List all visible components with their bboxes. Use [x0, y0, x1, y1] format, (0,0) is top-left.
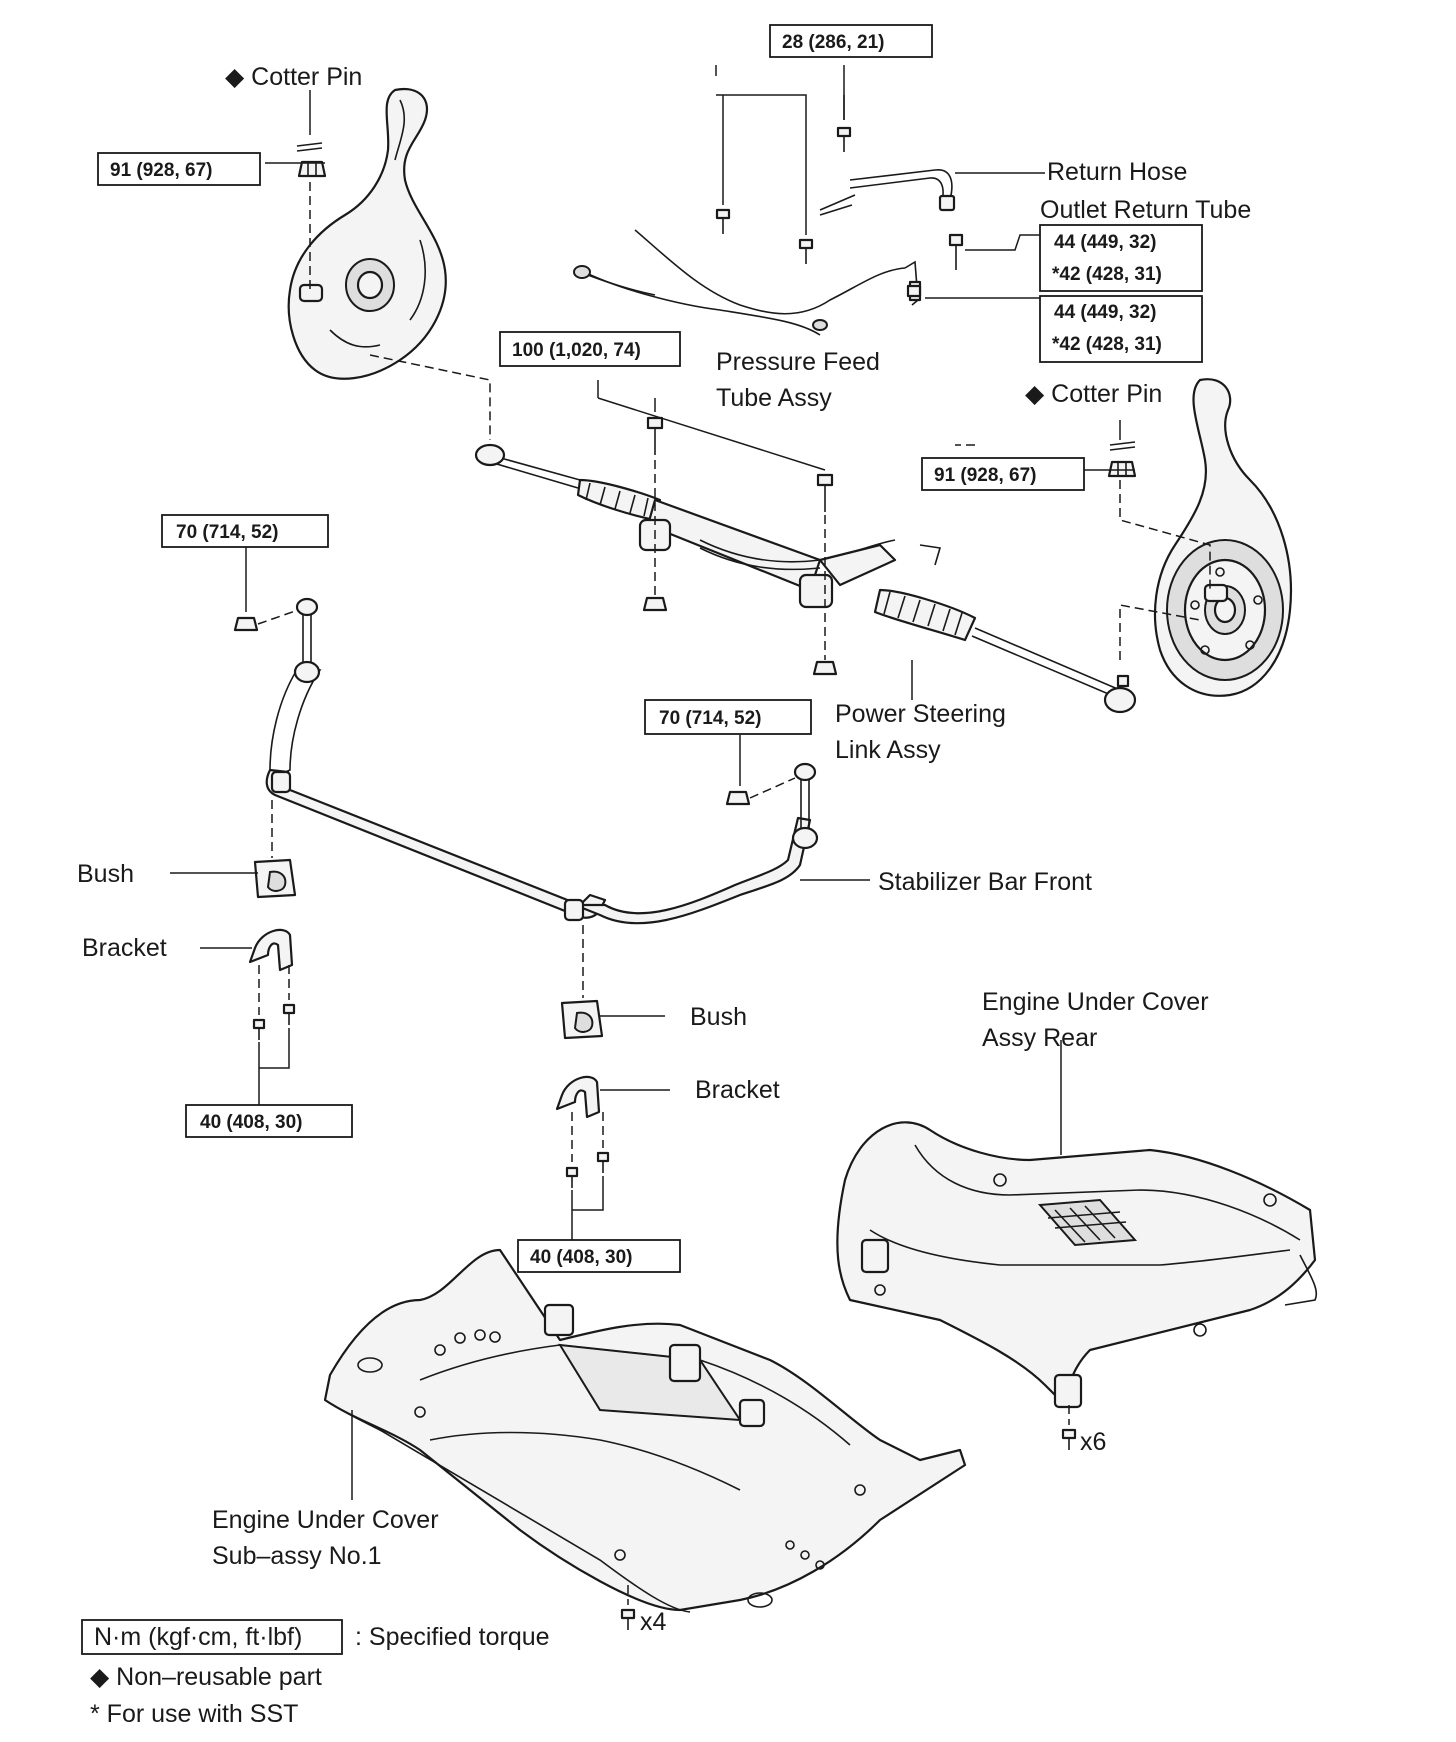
stabilizer-link-left — [293, 597, 321, 684]
return-hose — [819, 169, 956, 216]
label-under-cover-rear-1: Engine Under Cover — [982, 988, 1209, 1016]
svg-text:*42 (428, 31): *42 (428, 31) — [1052, 334, 1162, 355]
svg-text:44 (449, 32): 44 (449, 32) — [1054, 232, 1156, 253]
engine-under-cover-rear — [836, 1121, 1318, 1409]
torque-box-bracket-center: 40 (408, 30) — [517, 1239, 681, 1273]
svg-text:91 (928, 67): 91 (928, 67) — [934, 465, 1036, 486]
legend-unit-desc: : Specified torque — [355, 1623, 550, 1651]
bracket-bolts-left — [252, 1003, 296, 1040]
torque-box-link-left: 70 (714, 52) — [161, 514, 329, 548]
label-bracket-center: Bracket — [695, 1076, 780, 1104]
rack-bolt-right — [816, 473, 834, 512]
no1-cover-bolt — [620, 1608, 636, 1630]
bracket-bolts-center — [565, 1151, 610, 1188]
label-qty-rear: x6 — [1080, 1428, 1106, 1456]
label-bush-left: Bush — [77, 860, 134, 888]
label-under-cover-no1-1: Engine Under Cover — [212, 1506, 439, 1534]
union-bolt-1 — [948, 233, 964, 270]
stabilizer-link-right — [791, 762, 819, 850]
label-outlet-return-tube: Outlet Return Tube — [1040, 196, 1251, 224]
union-bolt-2 — [906, 284, 922, 298]
label-power-steering-1: Power Steering — [835, 700, 1006, 728]
svg-text:*42 (428, 31): *42 (428, 31) — [1052, 264, 1162, 285]
pressure-feed-tube — [573, 229, 922, 336]
engine-under-cover-no1 — [323, 1248, 967, 1613]
right-cotter-pin — [1109, 441, 1136, 451]
right-castle-nut — [1107, 460, 1137, 478]
legend: N·m (kgf·cm, ft·lbf) : Specified torque … — [81, 1619, 550, 1728]
label-cotter-pin-left: ◆ Cotter Pin — [225, 63, 362, 91]
top-bolt-1 — [836, 126, 852, 152]
torque-box-knuckle-right: 91 (928, 67) — [921, 457, 1085, 491]
label-under-cover-no1-2: Sub–assy No.1 — [212, 1542, 382, 1570]
left-cotter-pin — [296, 142, 323, 152]
legend-sst: * For use with SST — [90, 1700, 298, 1728]
stabilizer-bar-front — [265, 667, 812, 925]
svg-text:40 (408, 30): 40 (408, 30) — [530, 1247, 632, 1268]
right-steering-knuckle — [1153, 378, 1293, 697]
label-qty-no1: x4 — [640, 1608, 667, 1636]
svg-text:70 (714, 52): 70 (714, 52) — [659, 708, 761, 729]
label-pressure-feed-2: Tube Assy — [716, 384, 832, 412]
top-bolt-2 — [715, 208, 731, 234]
torque-box-top: 28 (286, 21) — [769, 24, 933, 58]
rear-cover-bolt — [1061, 1428, 1077, 1450]
bush-left — [253, 858, 297, 899]
link-nut-left — [233, 616, 259, 632]
torque-box-outlet-1: 44 (449, 32) *42 (428, 31) — [1039, 224, 1203, 292]
svg-text:70 (714, 52): 70 (714, 52) — [176, 522, 278, 543]
label-power-steering-2: Link Assy — [835, 736, 941, 764]
torque-box-link-right: 70 (714, 52) — [644, 699, 812, 735]
rack-nut-right — [812, 660, 838, 676]
torque-box-outlet-2: 44 (449, 32) *42 (428, 31) — [1039, 295, 1203, 363]
legend-nonreusable: ◆ Non–reusable part — [90, 1663, 322, 1691]
label-under-cover-rear-2: Assy Rear — [982, 1024, 1097, 1052]
legend-unit-box: N·m (kgf·cm, ft·lbf) — [94, 1623, 302, 1651]
svg-text:44 (449, 32): 44 (449, 32) — [1054, 302, 1156, 323]
svg-text:100 (1,020, 74): 100 (1,020, 74) — [512, 340, 641, 361]
svg-text:91 (928, 67): 91 (928, 67) — [110, 160, 212, 181]
torque-box-bracket-left: 40 (408, 30) — [185, 1104, 353, 1138]
top-bolt-3 — [798, 238, 814, 264]
bush-center — [560, 999, 604, 1040]
left-steering-knuckle — [287, 87, 447, 380]
link-nut-right — [725, 790, 751, 806]
bracket-center — [555, 1075, 601, 1119]
label-return-hose: Return Hose — [1047, 158, 1187, 186]
label-bush-center: Bush — [690, 1003, 747, 1031]
svg-text:28 (286, 21): 28 (286, 21) — [782, 32, 884, 53]
rack-nut-left — [642, 596, 668, 612]
label-bracket-left: Bracket — [82, 934, 167, 962]
label-cotter-pin-right: ◆ Cotter Pin — [1025, 380, 1162, 408]
bracket-left — [248, 928, 294, 972]
label-pressure-feed-1: Pressure Feed — [716, 348, 880, 376]
left-castle-nut — [297, 160, 327, 178]
rack-bolt-left — [646, 416, 664, 455]
label-stabilizer-bar: Stabilizer Bar Front — [878, 868, 1092, 896]
torque-box-knuckle-left: 91 (928, 67) — [97, 152, 261, 186]
svg-text:40 (408, 30): 40 (408, 30) — [200, 1112, 302, 1133]
torque-box-rack: 100 (1,020, 74) — [499, 331, 681, 367]
